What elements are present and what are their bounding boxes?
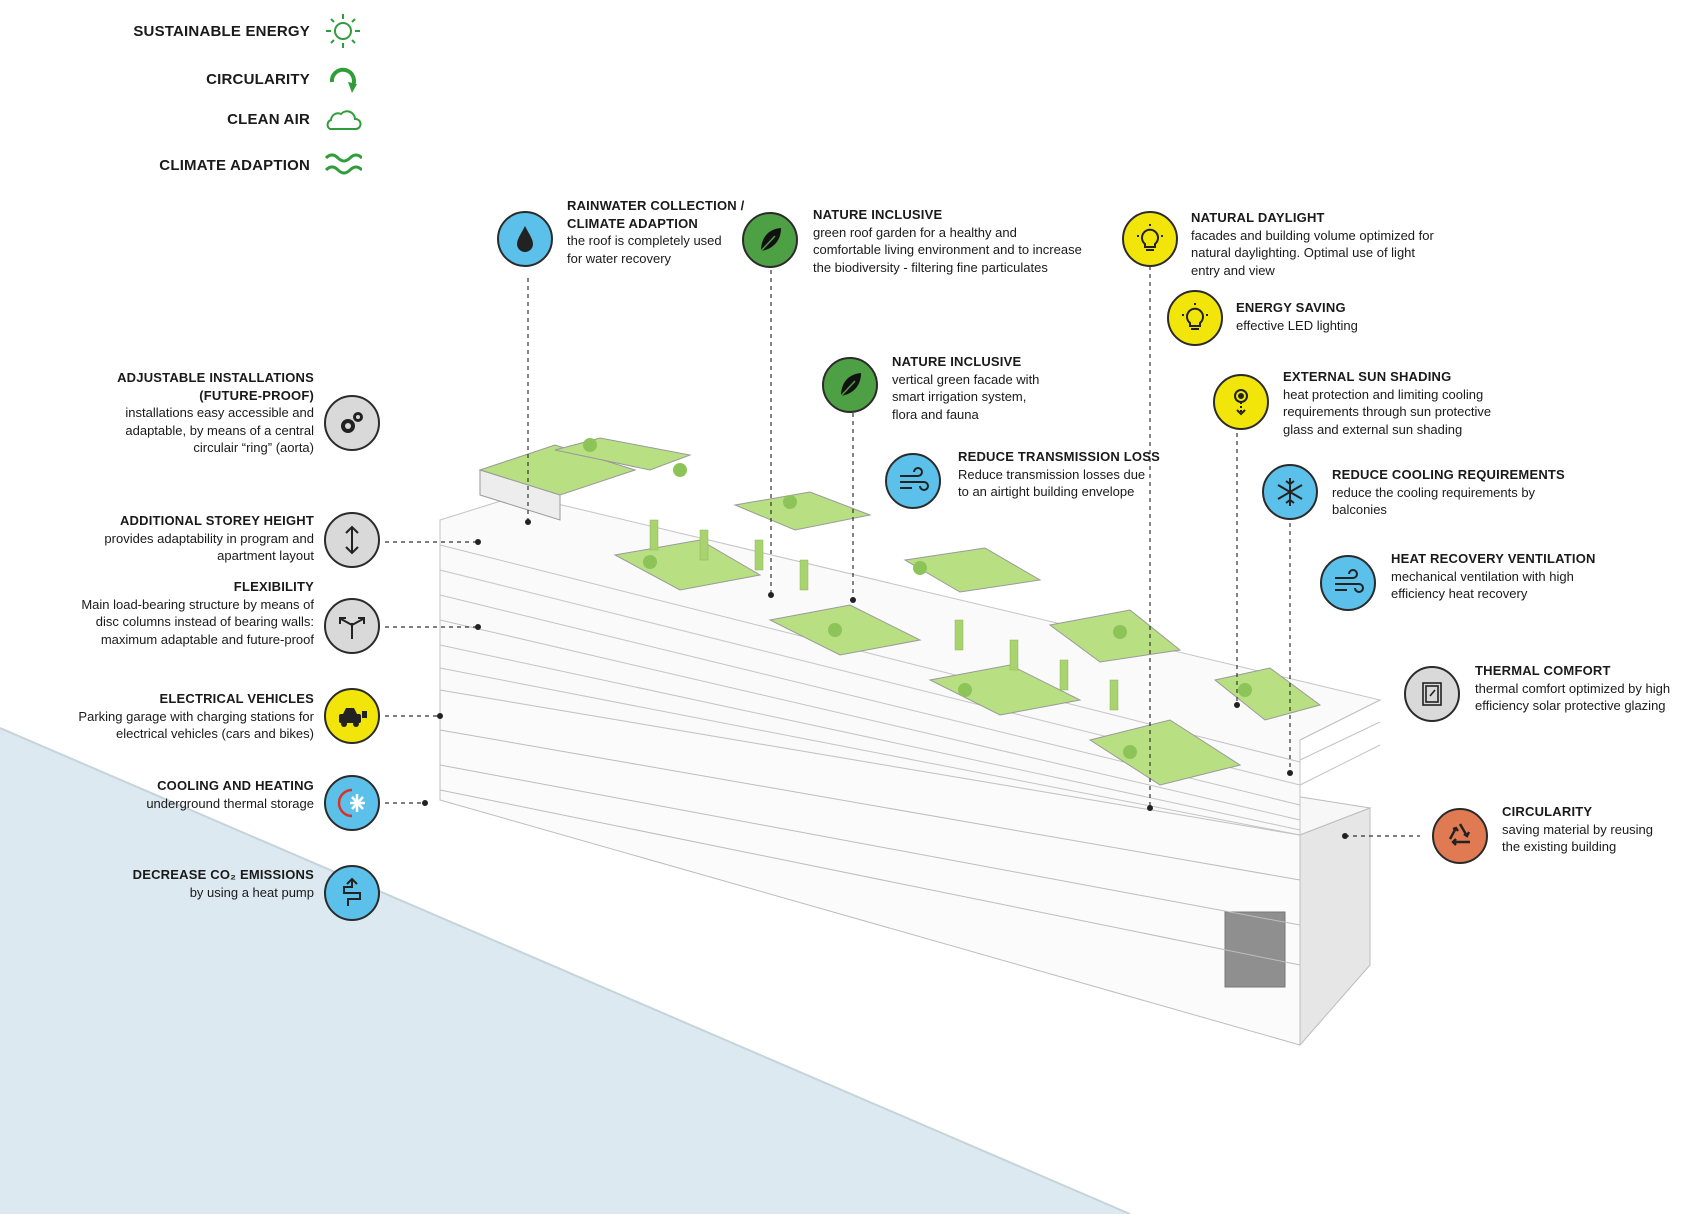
annotation-circularity: CIRCULARITY saving material by reusing t…	[1502, 803, 1653, 856]
annotation-nature-roof: NATURE INCLUSIVE green roof garden for a…	[813, 206, 1082, 276]
annotation-title: COOLING AND HEATING	[157, 778, 314, 793]
heat-pump-icon	[324, 865, 380, 921]
annotation-desc: reduce the cooling requirements by balco…	[1332, 484, 1536, 518]
annotation-desc: green roof garden for a healthy and comf…	[813, 224, 1082, 275]
annotation-title: EXTERNAL SUN SHADING	[1283, 369, 1452, 384]
annotation-storey-height: ADDITIONAL STOREY HEIGHT provides adapta…	[104, 512, 314, 565]
annotation-title: NATURE INCLUSIVE	[892, 354, 1022, 369]
legend-label: CIRCULARITY	[206, 70, 310, 88]
trees	[583, 438, 1252, 759]
annotation-desc: underground thermal storage	[146, 795, 314, 811]
annotation-heat-recovery: HEAT RECOVERY VENTILATION mechanical ven…	[1391, 550, 1596, 603]
legend-label: CLIMATE ADAPTION	[159, 156, 310, 174]
annotation-transmission-loss: REDUCE TRANSMISSION LOSS Reduce transmis…	[958, 448, 1160, 501]
lightbulb-icon	[1167, 290, 1223, 346]
window-icon	[1404, 666, 1460, 722]
annotation-desc: facades and building volume optimized fo…	[1191, 227, 1434, 278]
quay-edge	[0, 727, 1131, 1214]
annotation-title: NATURAL DAYLIGHT	[1191, 210, 1325, 225]
annotation-electrical-vehicles: ELECTRICAL VEHICLES Parking garage with …	[78, 690, 314, 743]
wind-icon	[885, 453, 941, 509]
annotation-cooling-heating: COOLING AND HEATING underground thermal …	[146, 777, 314, 812]
annotation-title: REDUCE TRANSMISSION LOSS	[958, 449, 1160, 464]
annotation-desc: the roof is completely used for water re…	[567, 233, 722, 266]
car-charging-icon	[324, 688, 380, 744]
annotation-desc: Reduce transmission losses due to an air…	[958, 466, 1146, 500]
heat-cool-icon	[324, 775, 380, 831]
annotation-desc: Main load-bearing structure by means of …	[81, 596, 314, 647]
sun-icon	[326, 14, 360, 48]
legend-climate-adaption: CLIMATE ADAPTION	[159, 150, 362, 180]
annotation-desc: provides adaptability in program and apa…	[104, 530, 314, 564]
annotation-title: CIRCULARITY	[1502, 804, 1593, 819]
annotation-adjustable-installations: ADJUSTABLE INSTALLATIONS (FUTURE-PROOF) …	[117, 369, 314, 457]
annotation-title: DECREASE CO₂ EMISSIONS	[132, 867, 314, 882]
legend-label: SUSTAINABLE ENERGY	[133, 22, 310, 40]
split-arrows-icon	[324, 598, 380, 654]
annotation-external-sun-shading: EXTERNAL SUN SHADING heat protection and…	[1283, 368, 1491, 438]
sun-shade-icon	[1213, 374, 1269, 430]
leader-dots	[422, 519, 1348, 839]
annotation-desc: heat protection and limiting cooling req…	[1283, 386, 1492, 437]
cloud-icon	[326, 110, 362, 130]
annotation-desc: vertical green facade with smart irrigat…	[892, 371, 1040, 422]
annotation-title: ENERGY SAVING	[1236, 300, 1346, 315]
annotation-title: ELECTRICAL VEHICLES	[159, 691, 314, 706]
legend-label: CLEAN AIR	[227, 110, 310, 128]
annotation-title: HEAT RECOVERY VENTILATION	[1391, 551, 1596, 566]
leaf-icon	[822, 357, 878, 413]
leaf-icon	[742, 212, 798, 268]
annotation-title: FLEXIBILITY	[233, 579, 314, 594]
gears-icon	[324, 395, 380, 451]
roof-gardens	[478, 437, 1322, 786]
annotation-desc: by using a heat pump	[189, 884, 314, 900]
annotation-desc: thermal comfort optimized by high effici…	[1475, 680, 1671, 714]
annotation-title: RAINWATER COLLECTION / CLIMATE ADAPTION	[567, 198, 745, 231]
annotation-desc: mechanical ventilation with high efficie…	[1391, 568, 1574, 602]
lightbulb-icon	[1122, 211, 1178, 267]
legend-sustainable-energy: SUSTAINABLE ENERGY	[133, 12, 362, 50]
annotation-reduce-cooling: REDUCE COOLING REQUIREMENTS reduce the c…	[1332, 466, 1565, 519]
annotation-nature-facade: NATURE INCLUSIVE vertical green facade w…	[892, 353, 1039, 423]
annotation-desc: Parking garage with charging stations fo…	[78, 708, 314, 742]
legend-circularity: CIRCULARITY	[206, 60, 362, 98]
annotation-title: ADDITIONAL STOREY HEIGHT	[119, 513, 314, 528]
green-facade-panels	[649, 519, 1119, 711]
vertical-arrows-icon	[324, 512, 380, 568]
annotation-co2-emissions: DECREASE CO₂ EMISSIONS by using a heat p…	[133, 866, 314, 901]
annotation-desc: installations easy accessible and adapta…	[125, 405, 314, 455]
annotation-energy-saving: ENERGY SAVING effective LED lighting	[1236, 299, 1358, 334]
annotation-desc: effective LED lighting	[1236, 317, 1358, 333]
wind-icon	[1320, 555, 1376, 611]
annotation-thermal-comfort: THERMAL COMFORT thermal comfort optimize…	[1475, 662, 1670, 715]
annotation-title: THERMAL COMFORT	[1475, 663, 1611, 678]
annotation-title: REDUCE COOLING REQUIREMENTS	[1332, 467, 1565, 482]
snowflake-icon	[1262, 464, 1318, 520]
annotation-rainwater: RAINWATER COLLECTION / CLIMATE ADAPTION …	[567, 197, 744, 267]
recycle-icon	[1432, 808, 1488, 864]
circular-arrow-icon	[329, 67, 357, 93]
legend-clean-air: CLEAN AIR	[227, 104, 362, 134]
annotation-natural-daylight: NATURAL DAYLIGHT facades and building vo…	[1191, 209, 1434, 279]
waves-icon	[324, 153, 362, 175]
annotation-title: ADJUSTABLE INSTALLATIONS (FUTURE-PROOF)	[117, 370, 314, 403]
annotation-desc: saving material by reusing the existing …	[1502, 821, 1654, 855]
water-drop-icon	[497, 211, 553, 267]
leader-lines	[385, 266, 1420, 837]
annotation-flexibility: FLEXIBILITY Main load-bearing structure …	[81, 578, 314, 648]
annotation-title: NATURE INCLUSIVE	[813, 207, 943, 222]
